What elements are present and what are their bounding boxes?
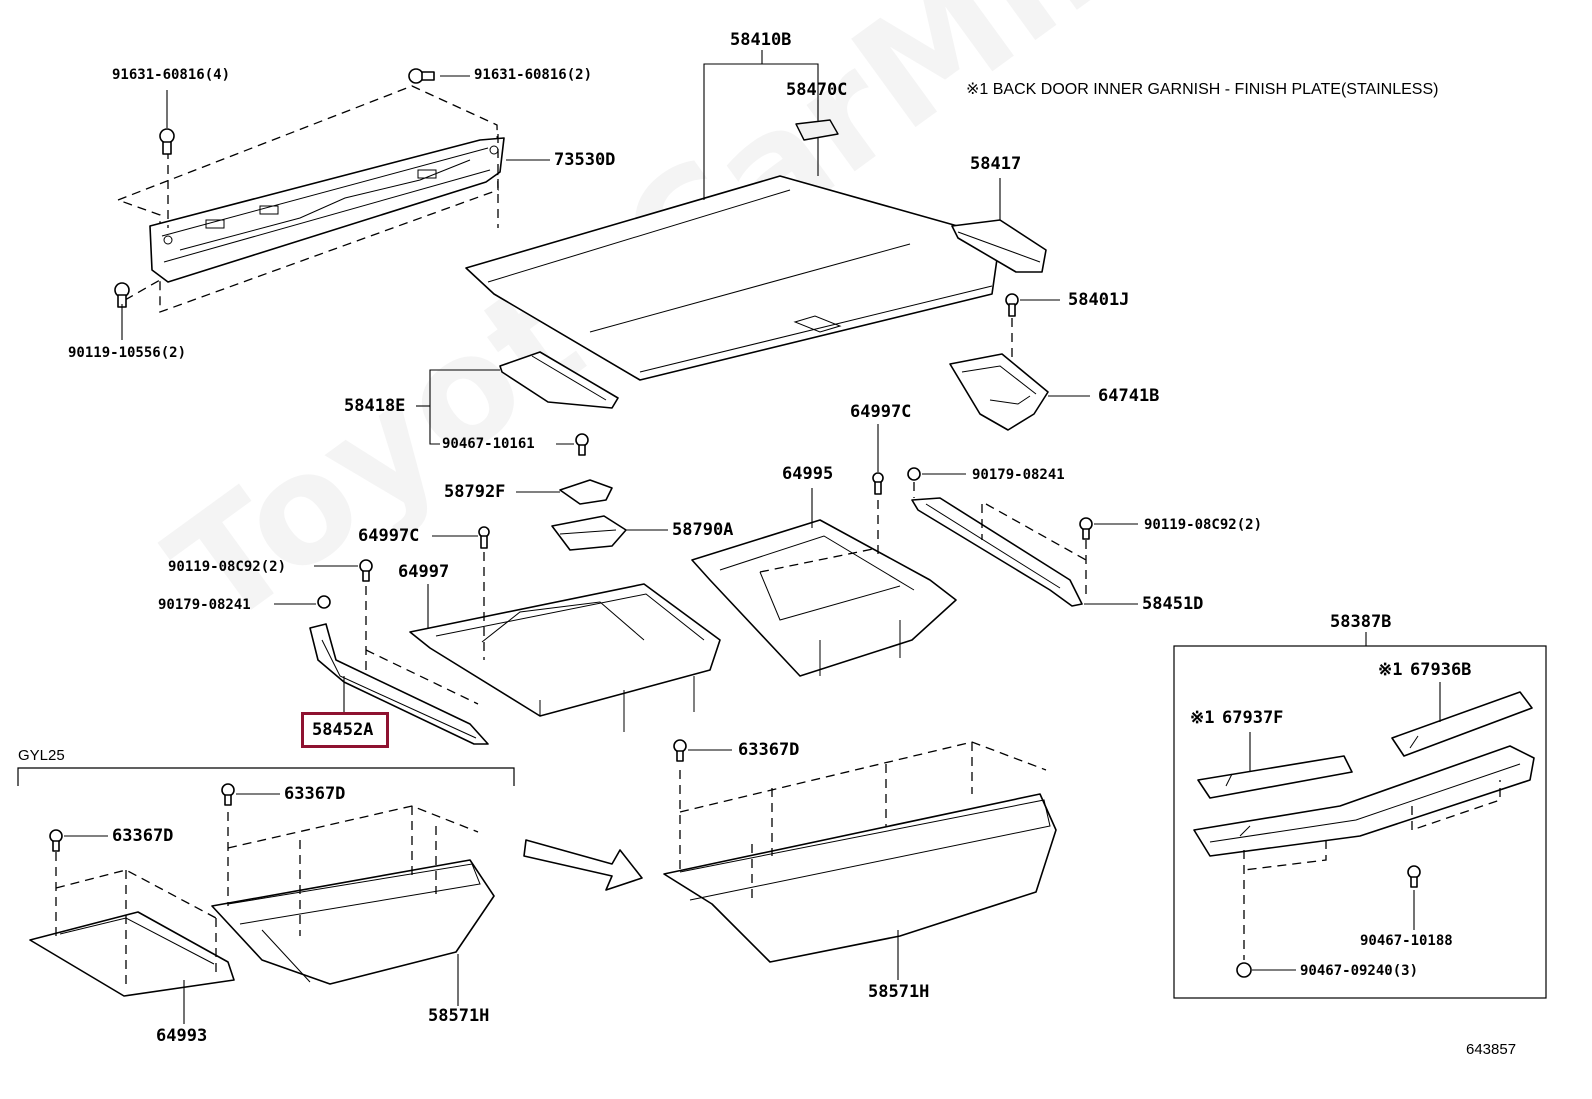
label-90467-10188: 90467-10188 [1360, 933, 1453, 949]
note-text: ※1 BACK DOOR INNER GARNISH - FINISH PLAT… [966, 81, 1439, 98]
clip-63367D-mid [221, 783, 235, 806]
arrow-icon [523, 839, 643, 891]
mark-note-67937F: ※1 [1190, 708, 1215, 728]
diagram-id: 643857 [1466, 1041, 1517, 1058]
label-90119-10556: 90119-10556(2) [68, 345, 187, 361]
part-64995-bin [691, 519, 957, 677]
part-58792F-bracket [559, 479, 613, 505]
part-58387B-garnish [1193, 745, 1535, 857]
label-58387B: 58387B [1330, 612, 1392, 632]
bolt-90119-08C92-right [1079, 517, 1093, 540]
part-67936B-plate [1391, 691, 1533, 757]
label-67937F: 67937F [1222, 708, 1284, 728]
group-label-GYL25: GYL25 [18, 747, 65, 764]
clip-90467-10161 [575, 433, 589, 456]
bolt-90119-08C92-left [359, 559, 373, 582]
part-58451D-rail [911, 497, 1083, 607]
label-64997: 64997 [398, 562, 450, 582]
label-63367D-right: 63367D [738, 740, 800, 760]
label-91631-60816-4: 91631-60816(4) [112, 67, 231, 83]
part-58790A-bracket [551, 515, 627, 551]
label-64995: 64995 [782, 464, 834, 484]
mark-note-67936B: ※1 [1378, 660, 1403, 680]
label-58418E: 58418E [344, 396, 406, 416]
label-64997C-upper: 64997C [850, 402, 912, 422]
group-bracket [17, 767, 515, 786]
part-64997-tray [409, 583, 721, 732]
label-63367D-mid: 63367D [284, 784, 346, 804]
label-58410B: 58410B [730, 30, 792, 50]
bolt-91631-right [408, 68, 435, 84]
clip-90467-10188 [1407, 865, 1421, 888]
bolt-91631-left [159, 128, 175, 155]
label-90119-08C92-right: 90119-08C92(2) [1144, 517, 1263, 533]
label-91631-60816-2: 91631-60816(2) [474, 67, 593, 83]
box-58387B [1173, 645, 1547, 999]
part-58410B-deck-board [465, 175, 1001, 381]
nut-90179-upper [907, 467, 921, 481]
clip-64997C-upper [872, 472, 884, 495]
label-90179-08241-lower: 90179-08241 [158, 597, 251, 613]
part-58571H-tray-large [663, 793, 1057, 963]
label-64741B: 64741B [1098, 386, 1160, 406]
label-58571H-large: 58571H [868, 982, 930, 1002]
bolt-90119-left [114, 282, 130, 308]
clip-64997C-lower [478, 526, 490, 549]
label-58792F: 58792F [444, 482, 506, 502]
part-58452A-rail [309, 623, 489, 745]
clip-63367D-left [49, 829, 63, 852]
part-58571H-tray-small [211, 859, 495, 985]
part-64993-board [29, 911, 235, 997]
label-58417: 58417 [970, 154, 1022, 174]
label-58451D: 58451D [1142, 594, 1204, 614]
label-58571H-small: 58571H [428, 1006, 490, 1026]
highlight-box-58452A [301, 712, 389, 748]
part-58401J-clip [1005, 293, 1019, 317]
label-58470C: 58470C [786, 80, 848, 100]
part-58470C-cover [795, 119, 839, 141]
nut-90179-lower [317, 595, 331, 609]
label-63367D-left: 63367D [112, 826, 174, 846]
part-64741B-holder [949, 353, 1049, 431]
label-64993: 64993 [156, 1026, 208, 1046]
label-58790A: 58790A [672, 520, 734, 540]
label-90119-08C92-left: 90119-08C92(2) [168, 559, 287, 575]
label-90467-09240: 90467-09240(3) [1300, 963, 1419, 979]
label-64997C-lower: 64997C [358, 526, 420, 546]
label-67936B: 67936B [1410, 660, 1472, 680]
part-67937F-plate [1197, 755, 1353, 799]
label-90467-10161: 90467-10161 [442, 436, 535, 452]
part-58418E-cover [499, 351, 619, 409]
label-58452A: 58452A [312, 720, 374, 740]
part-73530D-rail [116, 85, 505, 313]
clip-90467-09240 [1236, 962, 1252, 978]
label-90179-08241-upper: 90179-08241 [972, 467, 1065, 483]
clip-63367D-right [673, 739, 687, 762]
label-73530D: 73530D [554, 150, 616, 170]
label-58401J: 58401J [1068, 290, 1130, 310]
